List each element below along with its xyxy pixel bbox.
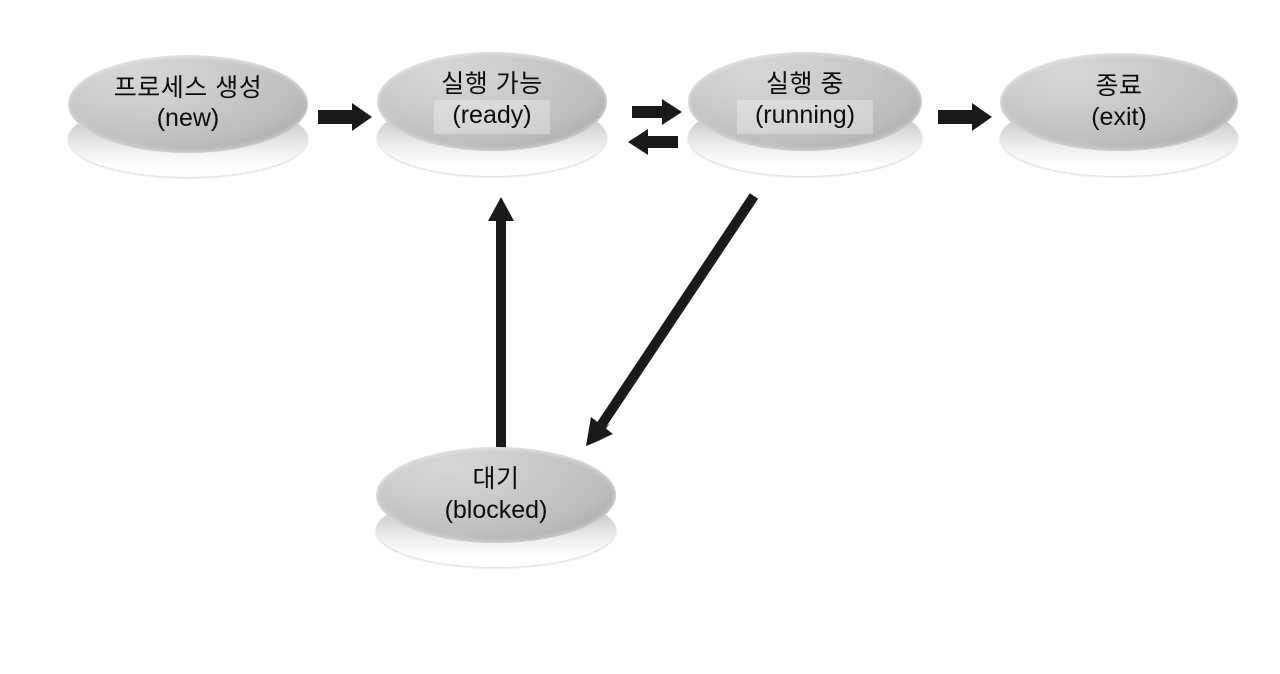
edge-blocked-to-ready xyxy=(488,197,514,452)
node-shape-ready xyxy=(377,52,607,176)
edge-running-to-ready xyxy=(628,129,678,155)
node-shape-exit xyxy=(1000,53,1238,176)
node-shape-new xyxy=(68,55,308,177)
edge-running-to-exit xyxy=(938,103,992,131)
edge-new-to-ready xyxy=(318,103,372,131)
state-node-new[interactable]: 프로세스 생성 (new) xyxy=(68,55,308,177)
node-top-new xyxy=(68,55,308,153)
edge-running-to-blocked xyxy=(586,193,759,446)
state-node-blocked[interactable]: 대기 (blocked) xyxy=(376,447,616,567)
state-node-exit[interactable]: 종료 (exit) xyxy=(1000,53,1238,176)
edge-ready-to-running xyxy=(632,99,682,125)
state-node-running[interactable]: 실행 중 (running) xyxy=(688,52,922,176)
node-shape-running xyxy=(688,52,922,176)
node-top-running xyxy=(688,52,922,152)
node-top-exit xyxy=(1000,53,1238,152)
node-shape-blocked xyxy=(376,447,616,567)
state-node-ready[interactable]: 실행 가능 (ready) xyxy=(377,52,607,176)
node-top-ready xyxy=(377,52,607,152)
node-top-blocked xyxy=(376,447,616,543)
